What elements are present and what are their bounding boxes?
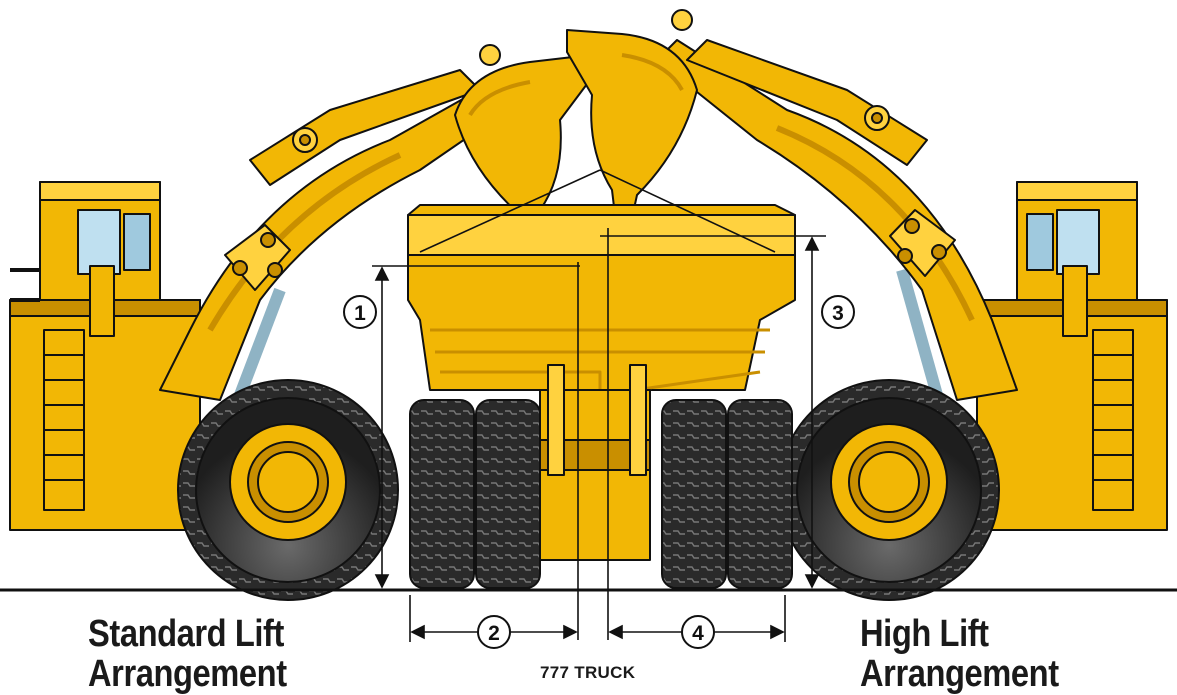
standard-lift-loader xyxy=(9,44,591,601)
svg-text:1: 1 xyxy=(354,302,366,325)
right-cab-window xyxy=(1056,209,1100,275)
truck-tires xyxy=(409,399,793,589)
standard-lift-line2: Arrangement xyxy=(88,653,287,695)
right-bucket xyxy=(566,29,698,233)
left-lift-cylinder xyxy=(234,287,286,398)
callout-4: 4 xyxy=(681,615,715,649)
right-lift-cylinder xyxy=(896,268,943,397)
svg-text:3: 3 xyxy=(832,302,844,325)
right-ladder xyxy=(1062,265,1134,511)
dimension-lines xyxy=(372,169,826,642)
callout-2: 2 xyxy=(477,615,511,649)
svg-text:2: 2 xyxy=(488,622,500,645)
high-lift-caption: High Lift Arrangement xyxy=(860,614,1059,694)
callout-3: 3 xyxy=(821,295,855,329)
standard-lift-line1: Standard Lift xyxy=(88,613,284,655)
truck-label: 777 TRUCK xyxy=(540,663,636,682)
left-loader-body xyxy=(9,299,201,531)
callout-1: 1 xyxy=(343,295,377,329)
high-lift-loader xyxy=(566,9,1168,601)
right-loader-tire xyxy=(778,379,1000,601)
high-lift-line2: Arrangement xyxy=(860,653,1059,695)
svg-text:4: 4 xyxy=(692,622,704,645)
left-ladder xyxy=(43,265,115,511)
left-loader-tire xyxy=(177,379,399,601)
standard-lift-caption: Standard Lift Arrangement xyxy=(88,614,287,694)
high-lift-line1: High Lift xyxy=(860,613,989,655)
left-bucket xyxy=(454,54,591,263)
right-loader-body xyxy=(976,299,1168,531)
left-cab-window xyxy=(77,209,121,275)
truck-rear-view xyxy=(407,204,796,589)
right-tilt-linkage xyxy=(686,39,928,166)
